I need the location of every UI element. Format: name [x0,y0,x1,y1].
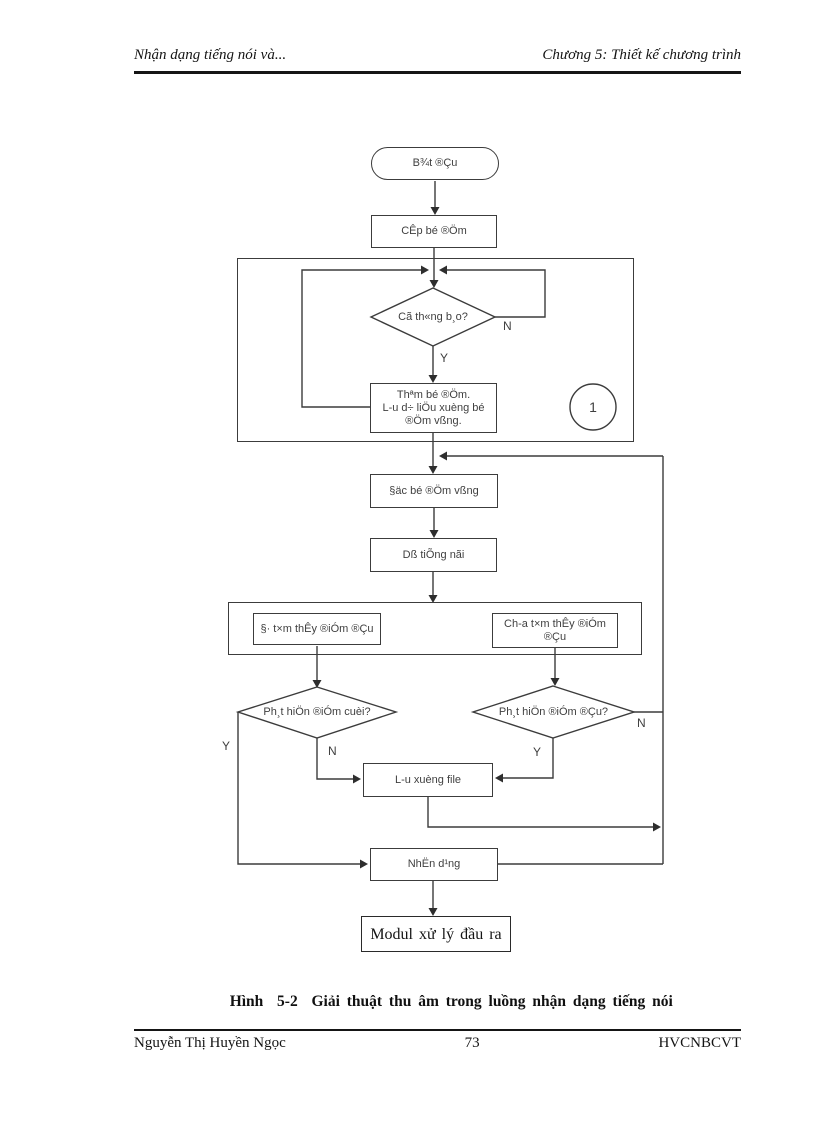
branch-label-no-3: N [637,716,646,730]
add-buffer-line1: Thªm bé ®Öm. [396,388,471,401]
footer-institution: HVCNBCVT [658,1035,741,1051]
allocate-buffer-label: CÊp bé ®Öm [401,225,467,237]
process-save-file: L-u xuèng file [363,763,493,797]
footer-rule [134,1029,741,1031]
state-found-start: §· t×m thÊy ®iÓm ®Çu [253,613,381,645]
figure-caption: Hình 5-2 Giải thuật thu âm trong luồng n… [134,975,741,1029]
output-module-label: Modul xử lý đầu ra [370,925,502,943]
connector-circle: 1 [570,384,616,430]
page-footer: Nguyễn Thị Huyền Ngọc 73 HVCNBCVT [134,1035,741,1052]
process-allocate-buffer: CÊp bé ®Öm [371,215,497,248]
connector-circle-shape [569,383,617,431]
decision-has-notification: Cã th«ng b¸o? [371,289,495,345]
detect-end-label: Ph¸t hiÖn ®iÓm cuèi? [263,706,371,718]
process-detect-speech: Dß tiÕng nãi [370,538,497,572]
connector-number: 1 [589,398,597,415]
process-read-buffer: §äc bé ®Öm vßng [370,474,498,508]
save-file-label: L-u xuèng file [394,773,462,786]
process-output-module: Modul xử lý đầu ra [361,916,511,952]
found-start-label: §· t×m thÊy ®iÓm ®Çu [260,622,374,635]
read-buffer-label: §äc bé ®Öm vßng [389,484,479,497]
branch-label-no-2: N [328,744,337,758]
detect-start-label: Ph¸t hiÖn ®iÓm ®Çu? [498,705,609,718]
add-buffer-line2: L-u d÷ liÖu xuèng bé [382,401,485,414]
loop-container-frame [237,258,634,442]
process-add-buffer: Thªm bé ®Öm. L-u d÷ liÖu xuèng bé ®Öm vß… [370,383,497,433]
has-notification-label: Cã th«ng b¸o? [398,310,468,323]
branch-label-no-1: N [503,319,512,333]
decision-detect-end-shape [235,686,399,739]
decision-detect-start-shape [470,685,637,739]
header-rule [134,71,741,74]
state-not-found-start: Ch-a t×m thÊy ®iÓm ®Çu [492,613,618,648]
detect-speech-label: Dß tiÕng nãi [402,548,465,561]
decision-detect-start: Ph¸t hiÖn ®iÓm ®Çu? [473,687,634,737]
start-terminator: B¾t ®Çu [371,147,499,180]
not-found-start-label: Ch-a t×m thÊy ®iÓm ®Çu [504,617,606,643]
decision-shapes [235,287,637,739]
branch-container-frame [228,602,642,655]
start-label: B¾t ®Çu [412,157,458,169]
page-header: Nhận dạng tiếng nói và... Chương 5: Thiế… [134,47,741,64]
arrowheads [312,207,661,916]
header-chapter-title: Chương 5: Thiết kế chương trình [542,47,741,63]
header-running-title: Nhận dạng tiếng nói và... [134,47,287,63]
decision-detect-end: Ph¸t hiÖn ®iÓm cuèi? [238,688,396,737]
branch-label-yes-3: Y [533,745,542,759]
figure-caption-text: Hình 5-2 Giải thuật thu âm trong luồng n… [229,993,673,1010]
decision-has-notification-shape [369,287,497,347]
footer-author: Nguyễn Thị Huyền Ngọc [134,1035,286,1051]
branch-label-yes-2: Y [222,739,231,753]
add-buffer-line3: ®Öm vßng. [405,414,462,427]
branch-label-yes-1: Y [440,351,449,365]
connector-lines [237,181,664,909]
recognize-label: NhËn d¹ng [407,858,461,870]
process-recognize: NhËn d¹ng [370,848,498,881]
footer-page-number: 73 [464,1035,480,1051]
